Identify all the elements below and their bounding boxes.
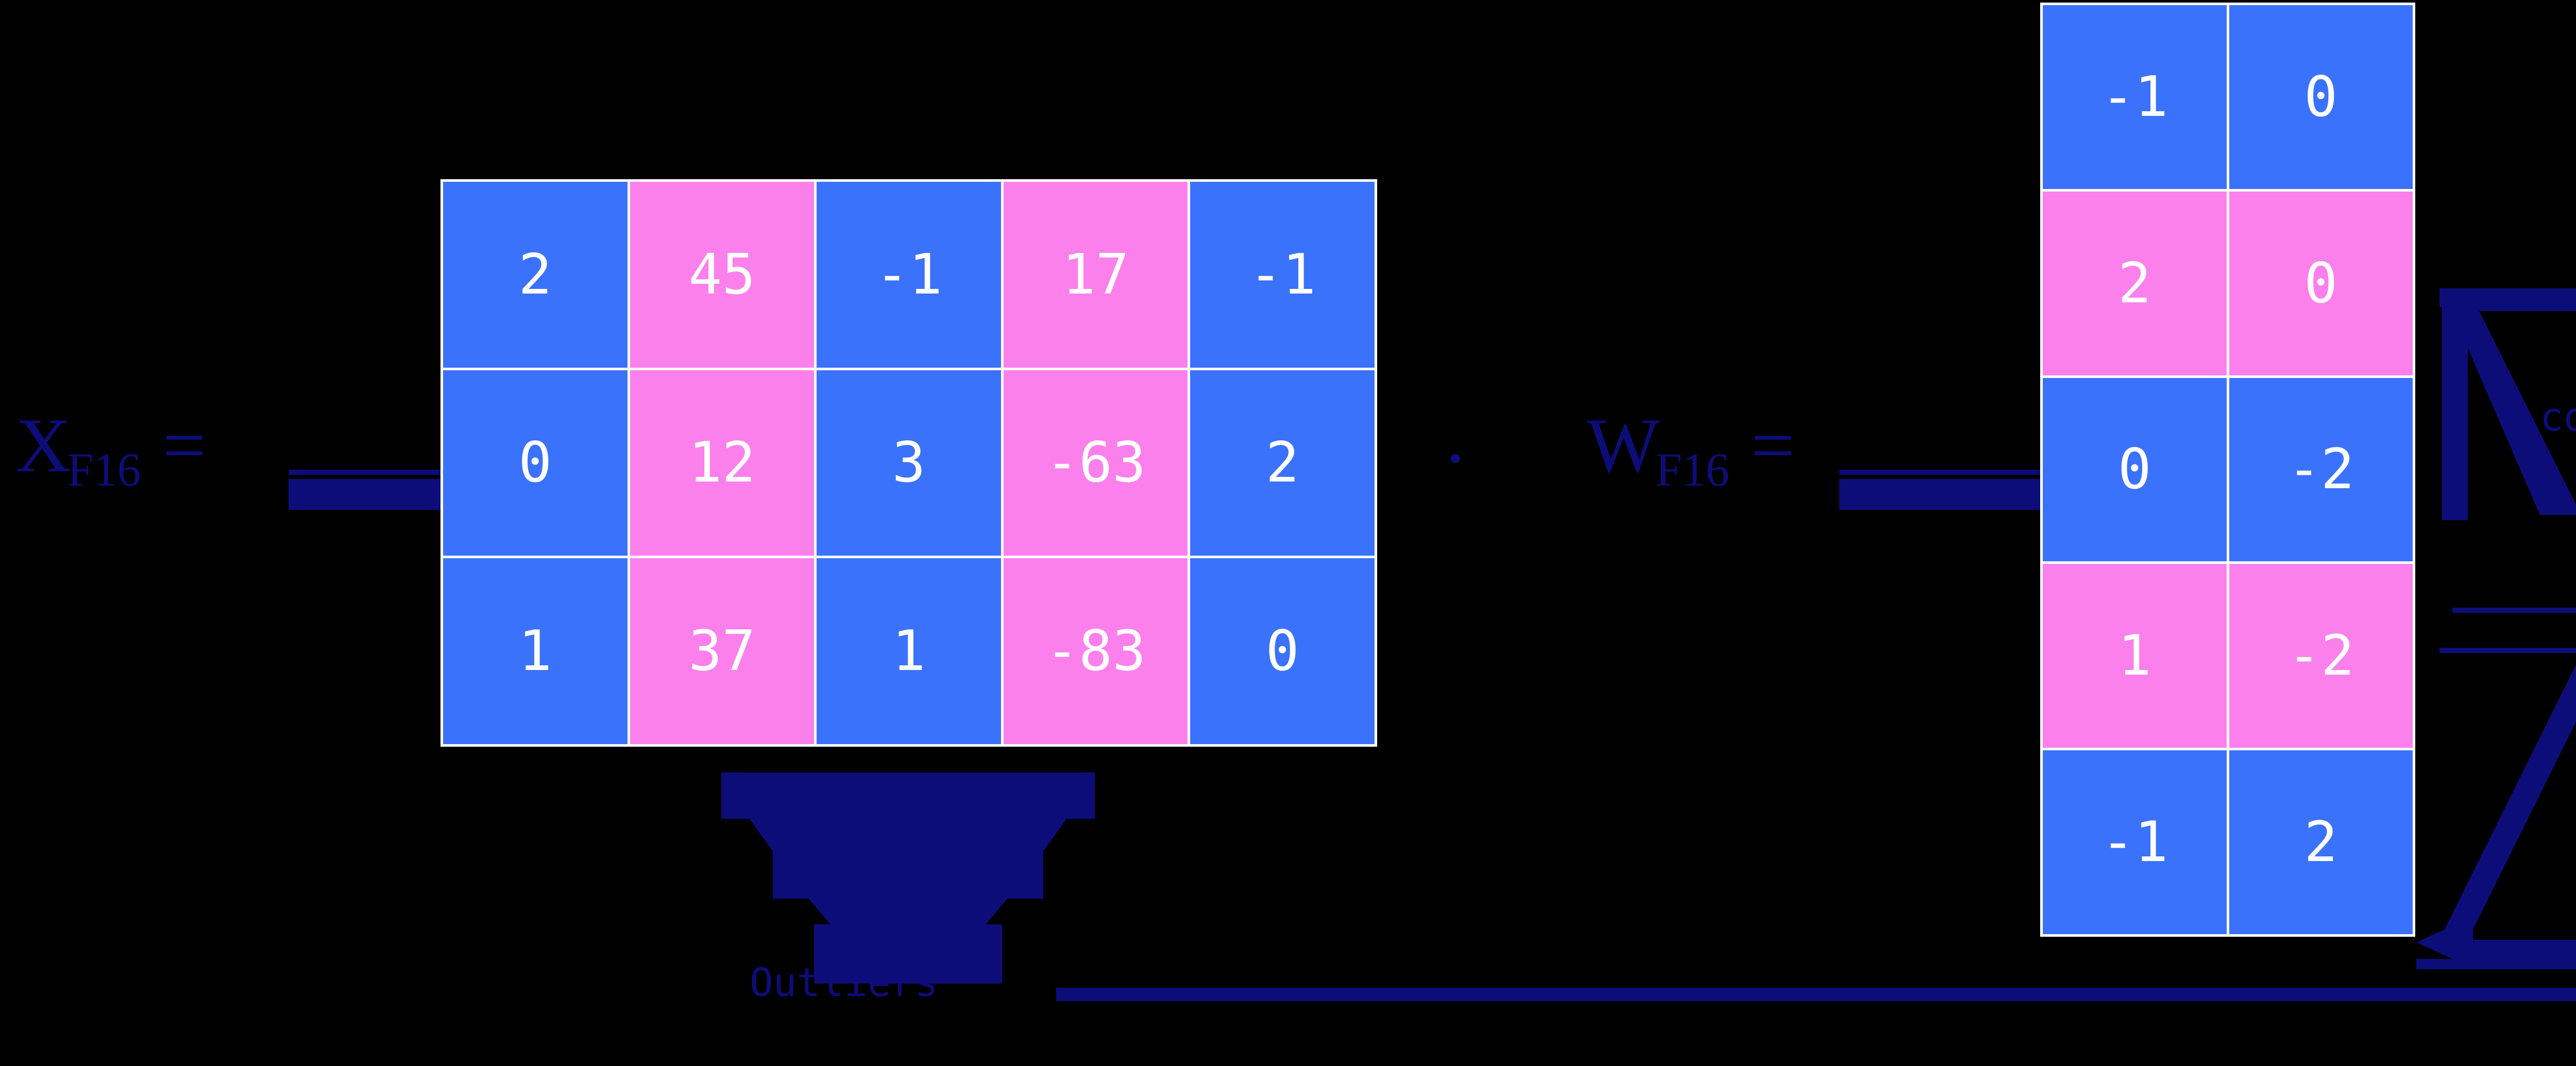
matrix-cell: -1: [817, 182, 1001, 368]
matrix-cell: 2: [443, 182, 628, 368]
matrix-cell: 37: [630, 558, 815, 744]
label-w-base: W: [1587, 403, 1660, 488]
label-x-base: X: [15, 403, 72, 488]
rule-under-w-label-thin: [1839, 470, 2045, 475]
rule-bottom-long: [1056, 988, 2576, 1001]
funnel-icon: [721, 772, 1095, 984]
matrix-cell: -2: [2229, 564, 2413, 748]
matrix-x-f16: 2 45 -1 17 -1 0 12 3 -63 2 1 37 1 -83 0: [440, 179, 1377, 747]
rule-right-lower: [2439, 648, 2576, 653]
matrix-cell: -1: [2043, 5, 2227, 189]
matrix-cell: 0: [1190, 558, 1375, 744]
left-chevron-lower: [2416, 664, 2576, 969]
matrix-w-f16: -1 0 2 0 0 -2 1 -2 -1 2: [2040, 3, 2415, 937]
matrix-cell: 12: [630, 370, 815, 556]
rule-under-x-label-thin: [289, 470, 443, 475]
rule-right-top: [2439, 288, 2576, 307]
rule-right-mid: [2452, 608, 2576, 613]
matrix-cell: 2: [2043, 191, 2227, 375]
outliers-label: Outliers: [750, 959, 939, 1005]
matrix-cell: 1: [2043, 564, 2227, 748]
label-x-f16: XF16=: [15, 407, 206, 493]
matrix-cell: 1: [817, 558, 1001, 744]
matrix-cell: 1: [443, 558, 628, 744]
matrix-cell: 0: [2043, 377, 2227, 562]
label-w-subscript: F16: [1655, 443, 1730, 496]
matrix-cell: -1: [1190, 182, 1375, 368]
matrix-cell: 0: [2229, 5, 2413, 189]
matrix-cell: 0: [443, 370, 628, 556]
matrix-cell: 17: [1003, 182, 1188, 368]
label-w-f16: WF16=: [1587, 407, 1794, 493]
matrix-cell: 2: [2229, 750, 2413, 934]
matrix-cell: -2: [2229, 377, 2413, 562]
corresponding-label: corresponding: [2540, 394, 2576, 440]
rule-under-x-label: [289, 479, 443, 510]
label-x-subscript: F16: [67, 443, 141, 496]
label-x-equals: =: [162, 403, 207, 488]
label-w-equals: =: [1751, 403, 1795, 488]
matrix-cell: -1: [2043, 750, 2227, 934]
matrix-cell: 45: [630, 182, 815, 368]
matrix-cell: -83: [1003, 558, 1188, 744]
rule-right-top-thin: [2452, 307, 2576, 311]
matrix-cell: -63: [1003, 370, 1188, 556]
rule-under-w-label: [1839, 479, 2045, 510]
multiplication-dot: ·: [1443, 416, 1468, 501]
matrix-cell: 2: [1190, 370, 1375, 556]
matrix-cell: 0: [2229, 191, 2413, 375]
matrix-cell: 3: [817, 370, 1001, 556]
